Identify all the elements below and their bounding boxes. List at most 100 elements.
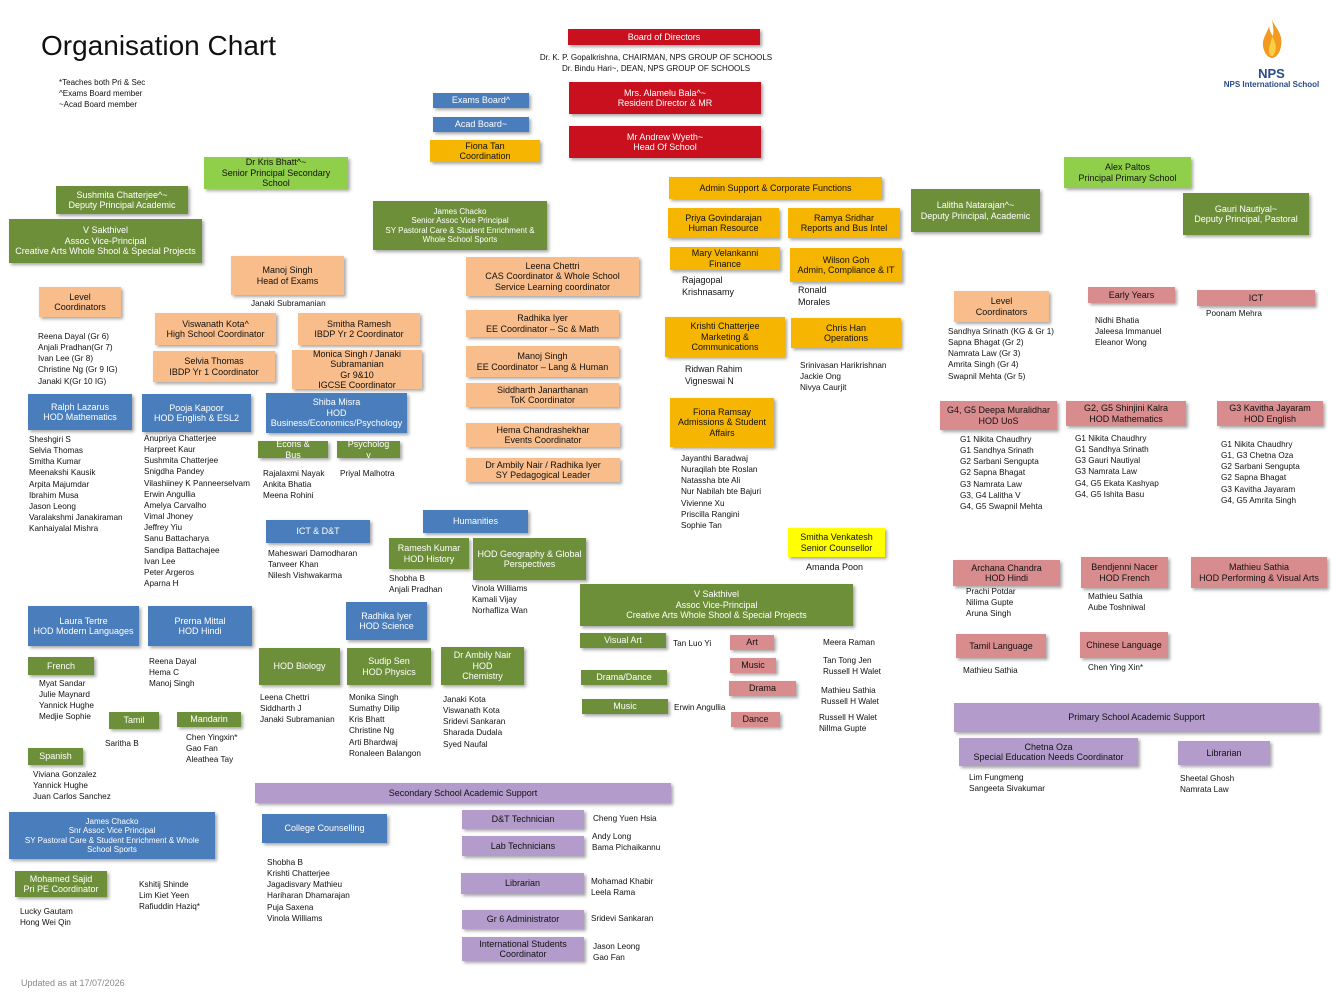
marketing-communications-box: Krishti Chatterjee Marketing & Communica… <box>665 317 785 357</box>
hod-history-box: Ramesh Kumar HOD History <box>389 538 469 569</box>
dance-team: Russell H Walet Nillma Gupte <box>819 713 877 734</box>
international-students-box: International Students Coordinator <box>462 937 584 961</box>
exams-board-box: Exams Board^ <box>433 93 529 108</box>
librarian-secondary-team: Mohamad Khabir Leela Rama <box>591 877 654 898</box>
drama-team: Mathieu Sathia Russell H Walet <box>821 686 879 707</box>
french-team: Myat Sandar Julie Maynard Yannick Hughe … <box>39 679 94 722</box>
french-box: French <box>28 657 94 675</box>
chairman-text: Dr. K. P. Gopalkrishna, CHAIRMAN, NPS GR… <box>539 53 773 74</box>
reports-bus-intel-box: Ramya Sridhar Reports and Bus Intel <box>788 208 900 238</box>
hod-biology-box: HOD Biology <box>259 648 340 685</box>
secondary-academic-support-box: Secondary School Academic Support <box>255 783 671 803</box>
chinese-team: Chen Ying Xin* <box>1088 663 1144 672</box>
operations-team: Srinivasan Harikrishnan Jackie Ong Nivya… <box>800 361 887 393</box>
level-coordinators-secondary-box: Level Coordinators <box>39 287 121 317</box>
econs-bus-box: Econs & Bus <box>258 441 328 458</box>
sen-team: Lim Fungmeng Sangeeta Sivakumar <box>969 773 1046 794</box>
early-years-box: Early Years <box>1088 287 1175 303</box>
hod-modern-languages-box: Laura Tertre HOD Modern Languages <box>28 606 139 646</box>
art-box: Art <box>730 635 774 650</box>
creative-arts-vp-box: V Sakthivel Assoc Vice-Principal Creativ… <box>580 584 853 626</box>
mandarin-team: Chen Yingxin* Gao Fan Aleathea Tay <box>186 733 238 765</box>
legend-notes: *Teaches both Pri & Sec ^Exams Board mem… <box>59 78 146 110</box>
mathematics-team: Sheshgiri S Selvia Thomas Smitha Kumar M… <box>29 435 123 534</box>
french-primary-team: Mathieu Sathia Aube Toshniwal <box>1088 592 1146 613</box>
ict-dt-box: ICT & D&T <box>266 520 370 543</box>
mandarin-box: Mandarin <box>177 712 241 727</box>
level-coordinators-secondary-list: Reena Dayal (Gr 6) Anjali Pradhan(Gr 7) … <box>38 332 118 386</box>
lab-technicians-team: Andy Long Bama Pichaikannu <box>592 832 661 853</box>
humanities-box: Humanities <box>423 510 528 533</box>
updated-date: Updated as at 17/07/2026 <box>21 978 125 988</box>
flame-icon <box>1262 20 1281 58</box>
tamil-primary-team: Mathieu Sathia <box>963 666 1018 675</box>
pe-team-secondary: Lucky Gautam Hong Wei Qin <box>20 907 73 928</box>
level-coordinators-primary-list: Sandhya Srinath (KG & Gr 1) Sapna Bhagat… <box>948 327 1055 381</box>
gr6-administrator-box: Gr 6 Administrator <box>462 910 584 929</box>
primary-academic-support-box: Primary School Academic Support <box>954 703 1319 732</box>
hod-science-box: Radhika Iyer HOD Science <box>346 602 427 640</box>
admissions-team: Jayanthi Baradwaj Nuraqilah bte Roslan N… <box>681 454 762 530</box>
ee-coordinator-sc-math-box: Radhika Iyer EE Coordinator – Sc & Math <box>466 310 619 337</box>
drama-box: Drama <box>729 681 796 696</box>
uos-team: G1 Nikita Chaudhry G1 Sandhya Srinath G2… <box>960 435 1043 511</box>
finance-box: Mary Velankanni Finance <box>670 247 780 270</box>
deputy-principal-academic-box: Sushmita Chatterjee^~ Deputy Principal A… <box>56 186 188 214</box>
college-counselling-team: Shobha B Krishti Chatterjee Jagadisvary … <box>267 858 350 923</box>
finance-team: Rajagopal Krishnasamy <box>682 275 735 298</box>
head-of-school-box: Mr Andrew Wyeth~ Head Of School <box>569 126 761 158</box>
exams-team: Janaki Subramanian <box>251 299 326 308</box>
ict-team: Maheswari Damodharan Tanveer Khan Nilesh… <box>268 549 358 581</box>
cas-coordinator-box: Leena Chettri CAS Coordinator & Whole Sc… <box>466 257 639 296</box>
hod-geography-box: HOD Geography & Global Perspectives <box>473 538 586 580</box>
hod-chemistry-box: Dr Ambily Nair HOD Chemistry <box>441 647 524 685</box>
hindi-secondary-team: Reena Dayal Hema C Manoj Singh <box>149 657 197 689</box>
acad-board-box: Acad Board~ <box>433 117 529 132</box>
international-students-team: Jason Leong Gao Fan <box>593 942 640 963</box>
sen-coordinator-box: Chetna Oza Special Education Needs Coord… <box>959 738 1138 766</box>
operations-box: Chris Han Operations <box>791 318 901 348</box>
hod-physics-box: Sudip Sen HOD Physics <box>347 648 431 685</box>
principal-primary-box: Alex Paltos Principal Primary School <box>1064 157 1191 188</box>
snr-assoc-vice-principal-box: James Chacko Snr Assoc Vice Principal SY… <box>9 812 215 859</box>
spanish-box: Spanish <box>28 748 83 765</box>
tok-coordinator-box: Siddharth Janarthanan ToK Coordinator <box>466 383 619 407</box>
mathematics-primary-team: G1 Nikita Chaudhry G1 Sandhya Srinath G3… <box>1075 434 1159 499</box>
music-group-team: Erwin Angullia <box>674 703 726 712</box>
tamil-secondary-team: Saritha B <box>105 739 139 748</box>
early-years-team: Nidhi Bhatia Jaleesa Immanuel Eleanor Wo… <box>1095 316 1162 348</box>
hod-business-box: Shiba Misra HOD Business/Economics/Psych… <box>266 393 407 433</box>
english-primary-team: G1 Nikita Chaudhry G1, G3 Chetna Oza G2 … <box>1221 440 1300 505</box>
human-resource-box: Priya Govindarajan Human Resource <box>668 208 779 238</box>
assoc-vice-principal-box: V Sakthivel Assoc Vice-Principal Creativ… <box>9 219 202 263</box>
hod-uos-box: G4, G5 Deepa Muralidhar HOD UoS <box>940 401 1057 430</box>
physics-team: Monika Singh Sumathy Dilip Kris Bhatt Ch… <box>349 693 421 758</box>
college-counselling-box: College Counselling <box>262 814 387 843</box>
logo-brand: NPS <box>1258 66 1285 81</box>
ibdp-yr1-coordinator-box: Selvia Thomas IBDP Yr 1 Coordinator <box>153 351 275 382</box>
hindi-primary-team: Prachi Potdar Nilima Gupte Aruna Singh <box>966 587 1016 619</box>
econs-team: Rajalaxmi Nayak Ankita Bhatia Meena Rohi… <box>263 469 325 501</box>
history-team: Shobha B Anjali Pradhan <box>389 574 443 595</box>
admin-compliance-box: Wilson Goh Admin, Compliance & IT <box>790 248 902 282</box>
deputy-principal-pastoral-box: Gauri Nautiyal~ Deputy Principal, Pastor… <box>1183 193 1309 235</box>
tamil-secondary-box: Tamil <box>109 712 159 729</box>
page-title: Organisation Chart <box>41 30 277 61</box>
pedagogical-leader-box: Dr Ambily Nair / Radhika Iyer SY Pedagog… <box>466 458 620 482</box>
psychology-box: Psycholog y <box>337 441 400 458</box>
visual-art-team: Tan Luo Yi <box>673 639 712 648</box>
igcse-coordinator-box: Monica Singh / Janaki Subramanian Gr 9&1… <box>292 350 422 389</box>
psychology-team: Priyal Malhotra <box>340 469 395 478</box>
marketing-team: Ridwan Rahim Vigneswai N <box>685 364 743 386</box>
librarian-primary-box: Librarian <box>1178 741 1270 765</box>
music-box: Music <box>730 658 776 673</box>
counsellor-team: Amanda Poon <box>806 562 864 572</box>
librarian-secondary-box: Librarian <box>461 873 584 894</box>
admin-team: Ronald Morales <box>798 285 831 308</box>
fiona-tan-box: Fiona Tan Coordination <box>430 140 540 162</box>
hod-english-primary-box: G3 Kavitha Jayaram HOD English <box>1217 401 1323 426</box>
chinese-language-box: Chinese Language <box>1080 632 1168 658</box>
geography-team: Vinola Williams Kamali Vijay Norhafliza … <box>472 584 528 616</box>
hod-mathematics-box: Ralph Lazarus HOD Mathematics <box>28 394 132 430</box>
ict-primary-team: Poonam Mehra <box>1206 309 1262 318</box>
